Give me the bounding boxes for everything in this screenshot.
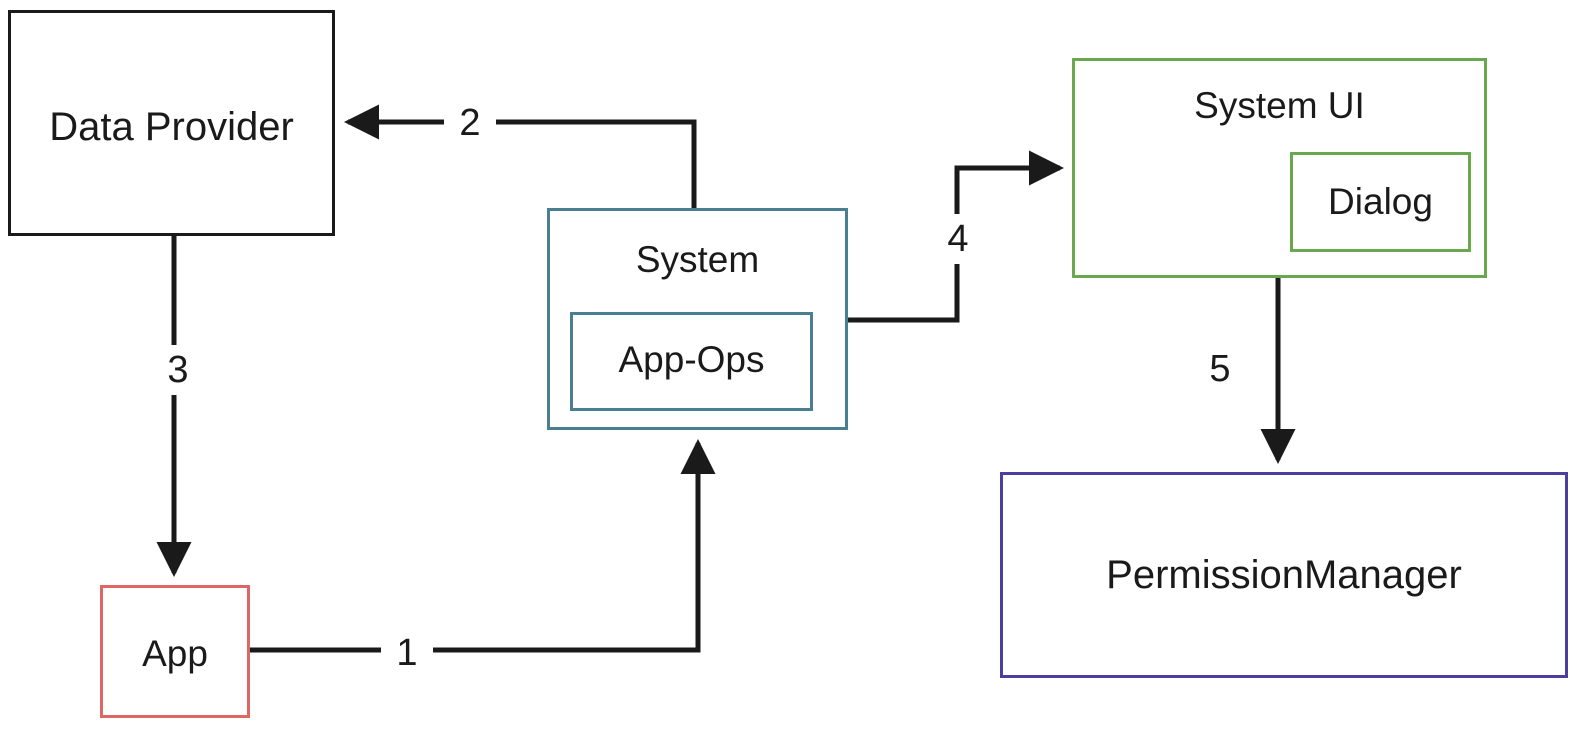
edge-label-5: 5 <box>1196 344 1244 394</box>
node-app[interactable]: App <box>100 585 250 718</box>
node-app-ops-label: App-Ops <box>618 339 765 380</box>
node-dialog-label: Dialog <box>1328 181 1433 222</box>
edge-label-1: 1 <box>381 632 433 674</box>
edge-label-4: 4 <box>934 214 982 264</box>
node-app-ops[interactable]: App-Ops <box>570 312 813 411</box>
node-dialog[interactable]: Dialog <box>1290 152 1471 252</box>
node-app-label: App <box>142 633 208 674</box>
node-system-ui-label: System UI <box>1194 85 1365 126</box>
node-permission-manager[interactable]: PermissionManager <box>1000 472 1568 678</box>
edge-2-path <box>343 104 697 208</box>
edge-label-3: 3 <box>154 345 202 395</box>
node-data-provider-label: Data Provider <box>49 105 294 149</box>
node-system-label: System <box>635 239 760 280</box>
node-data-provider[interactable]: Data Provider <box>8 10 335 236</box>
edge-label-2: 2 <box>444 102 496 144</box>
edge-1-path <box>250 438 716 653</box>
node-permission-manager-label: PermissionManager <box>1106 553 1462 597</box>
